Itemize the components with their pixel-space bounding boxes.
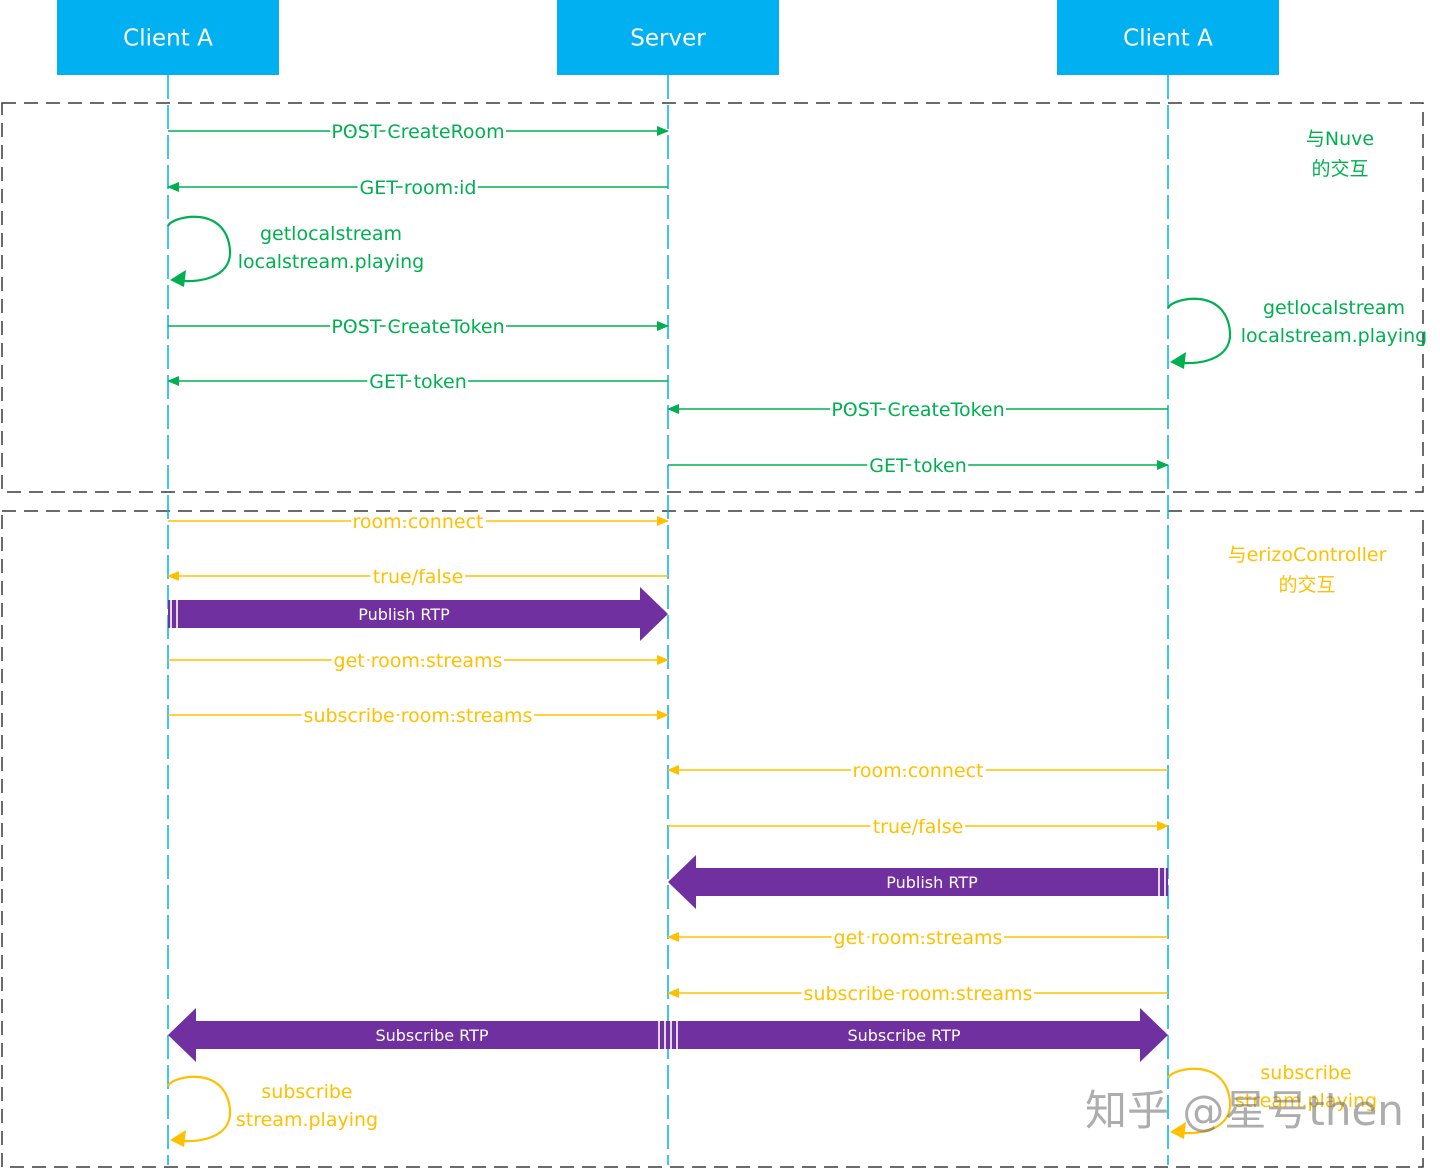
message-label: subscribe room.streams [304,705,533,727]
self-loop-arrowhead [1170,352,1186,369]
self-loop-label: subscribe [261,1081,352,1103]
self-loop-label: getlocalstream [1263,297,1405,319]
participant-box-client1 [57,0,279,75]
group-box-nuve [1,102,1424,493]
message-18: subscribe room.streams [667,980,1168,1008]
participant-headers: Client A Server Client A [57,0,1279,75]
message-label: GET room.id [360,177,477,199]
message-label: subscribe room.streams [804,983,1033,1005]
message-11: Publish RTP [168,587,668,641]
rtp-label: Publish RTP [358,605,450,624]
rtp-label: Subscribe RTP [847,1026,960,1045]
self-loop-label: stream.playing [236,1109,378,1131]
message-10: true/false [167,563,668,591]
watermark-text: 知乎 @星号then [1085,1086,1404,1135]
message-21: subscribe stream.playing [1166,1062,1377,1139]
message-label: GET token [369,371,467,393]
message-label: true/false [373,566,464,588]
message-19: Subscribe RTP [168,1008,668,1062]
message-3: getlocalstream localstream.playing [166,215,425,287]
message-label: get room.streams [834,927,1003,949]
message-4: POST CreateToken [168,313,669,341]
message-20: Subscribe RTP [668,1008,1168,1062]
message-7: POST CreateToken [667,396,1168,424]
rtp-arrow [168,1008,668,1062]
message-label: GET token [869,455,967,477]
self-loop-label: stream.playing [1235,1090,1377,1112]
message-9: room.connect [168,508,669,536]
self-loop [166,215,232,283]
participant-box-server [557,0,779,75]
self-loop [166,1075,232,1143]
self-loop-label: localstream.playing [1241,325,1428,347]
self-loop-label: localstream.playing [238,251,425,273]
message-17: get room.streams [667,924,1168,952]
message-label: true/false [873,816,964,838]
message-8: GET token [668,452,1169,480]
message-15: true/false [668,813,1169,841]
message-13: subscribe room.streams [168,702,669,730]
group-title-nuve: 的交互 [1311,158,1368,180]
message-12: get room.streams [168,647,669,675]
watermark: 知乎 @星号then [1085,1086,1404,1135]
message-14: room.connect [667,757,1168,785]
self-loop [1166,297,1232,365]
message-label: room.connect [353,511,484,533]
group-title-nuve: 与Nuve [1306,128,1374,150]
message-label: get room.streams [334,650,503,672]
self-loop-arrowhead [1170,1122,1186,1139]
group-title-erizo: 的交互 [1278,574,1335,596]
rtp-arrow [668,1008,1168,1062]
message-label: POST CreateToken [831,399,1004,421]
participant-label-server: Server [630,26,706,52]
rtp-label: Publish RTP [886,873,978,892]
message-label: POST CreateToken [331,316,504,338]
self-loop-label: getlocalstream [260,223,402,245]
self-loop-arrowhead [170,270,186,287]
self-loop [1166,1067,1232,1135]
rtp-label: Subscribe RTP [375,1026,488,1045]
participant-label-client1: Client A [123,26,213,52]
rtp-arrow [168,587,668,641]
group-title-erizo: 与erizoController [1228,544,1387,566]
group-box-erizo [1,510,1424,1168]
self-loop-label: subscribe [1260,1062,1351,1084]
participant-box-client2 [1057,0,1279,75]
message-16: Publish RTP [668,855,1168,909]
participant-label-client2: Client A [1123,26,1213,52]
message-5: GET token [167,368,668,396]
message-label: room.connect [853,760,984,782]
message-6: getlocalstream localstream.playing [1166,297,1428,369]
message-label: POST CreateRoom [331,121,504,143]
self-loop-arrowhead [170,1130,186,1147]
message-2: GET room.id [167,174,668,202]
message-1: POST CreateRoom [168,118,669,146]
message-22: subscribe stream.playing [166,1075,378,1147]
rtp-arrow [668,855,1168,909]
